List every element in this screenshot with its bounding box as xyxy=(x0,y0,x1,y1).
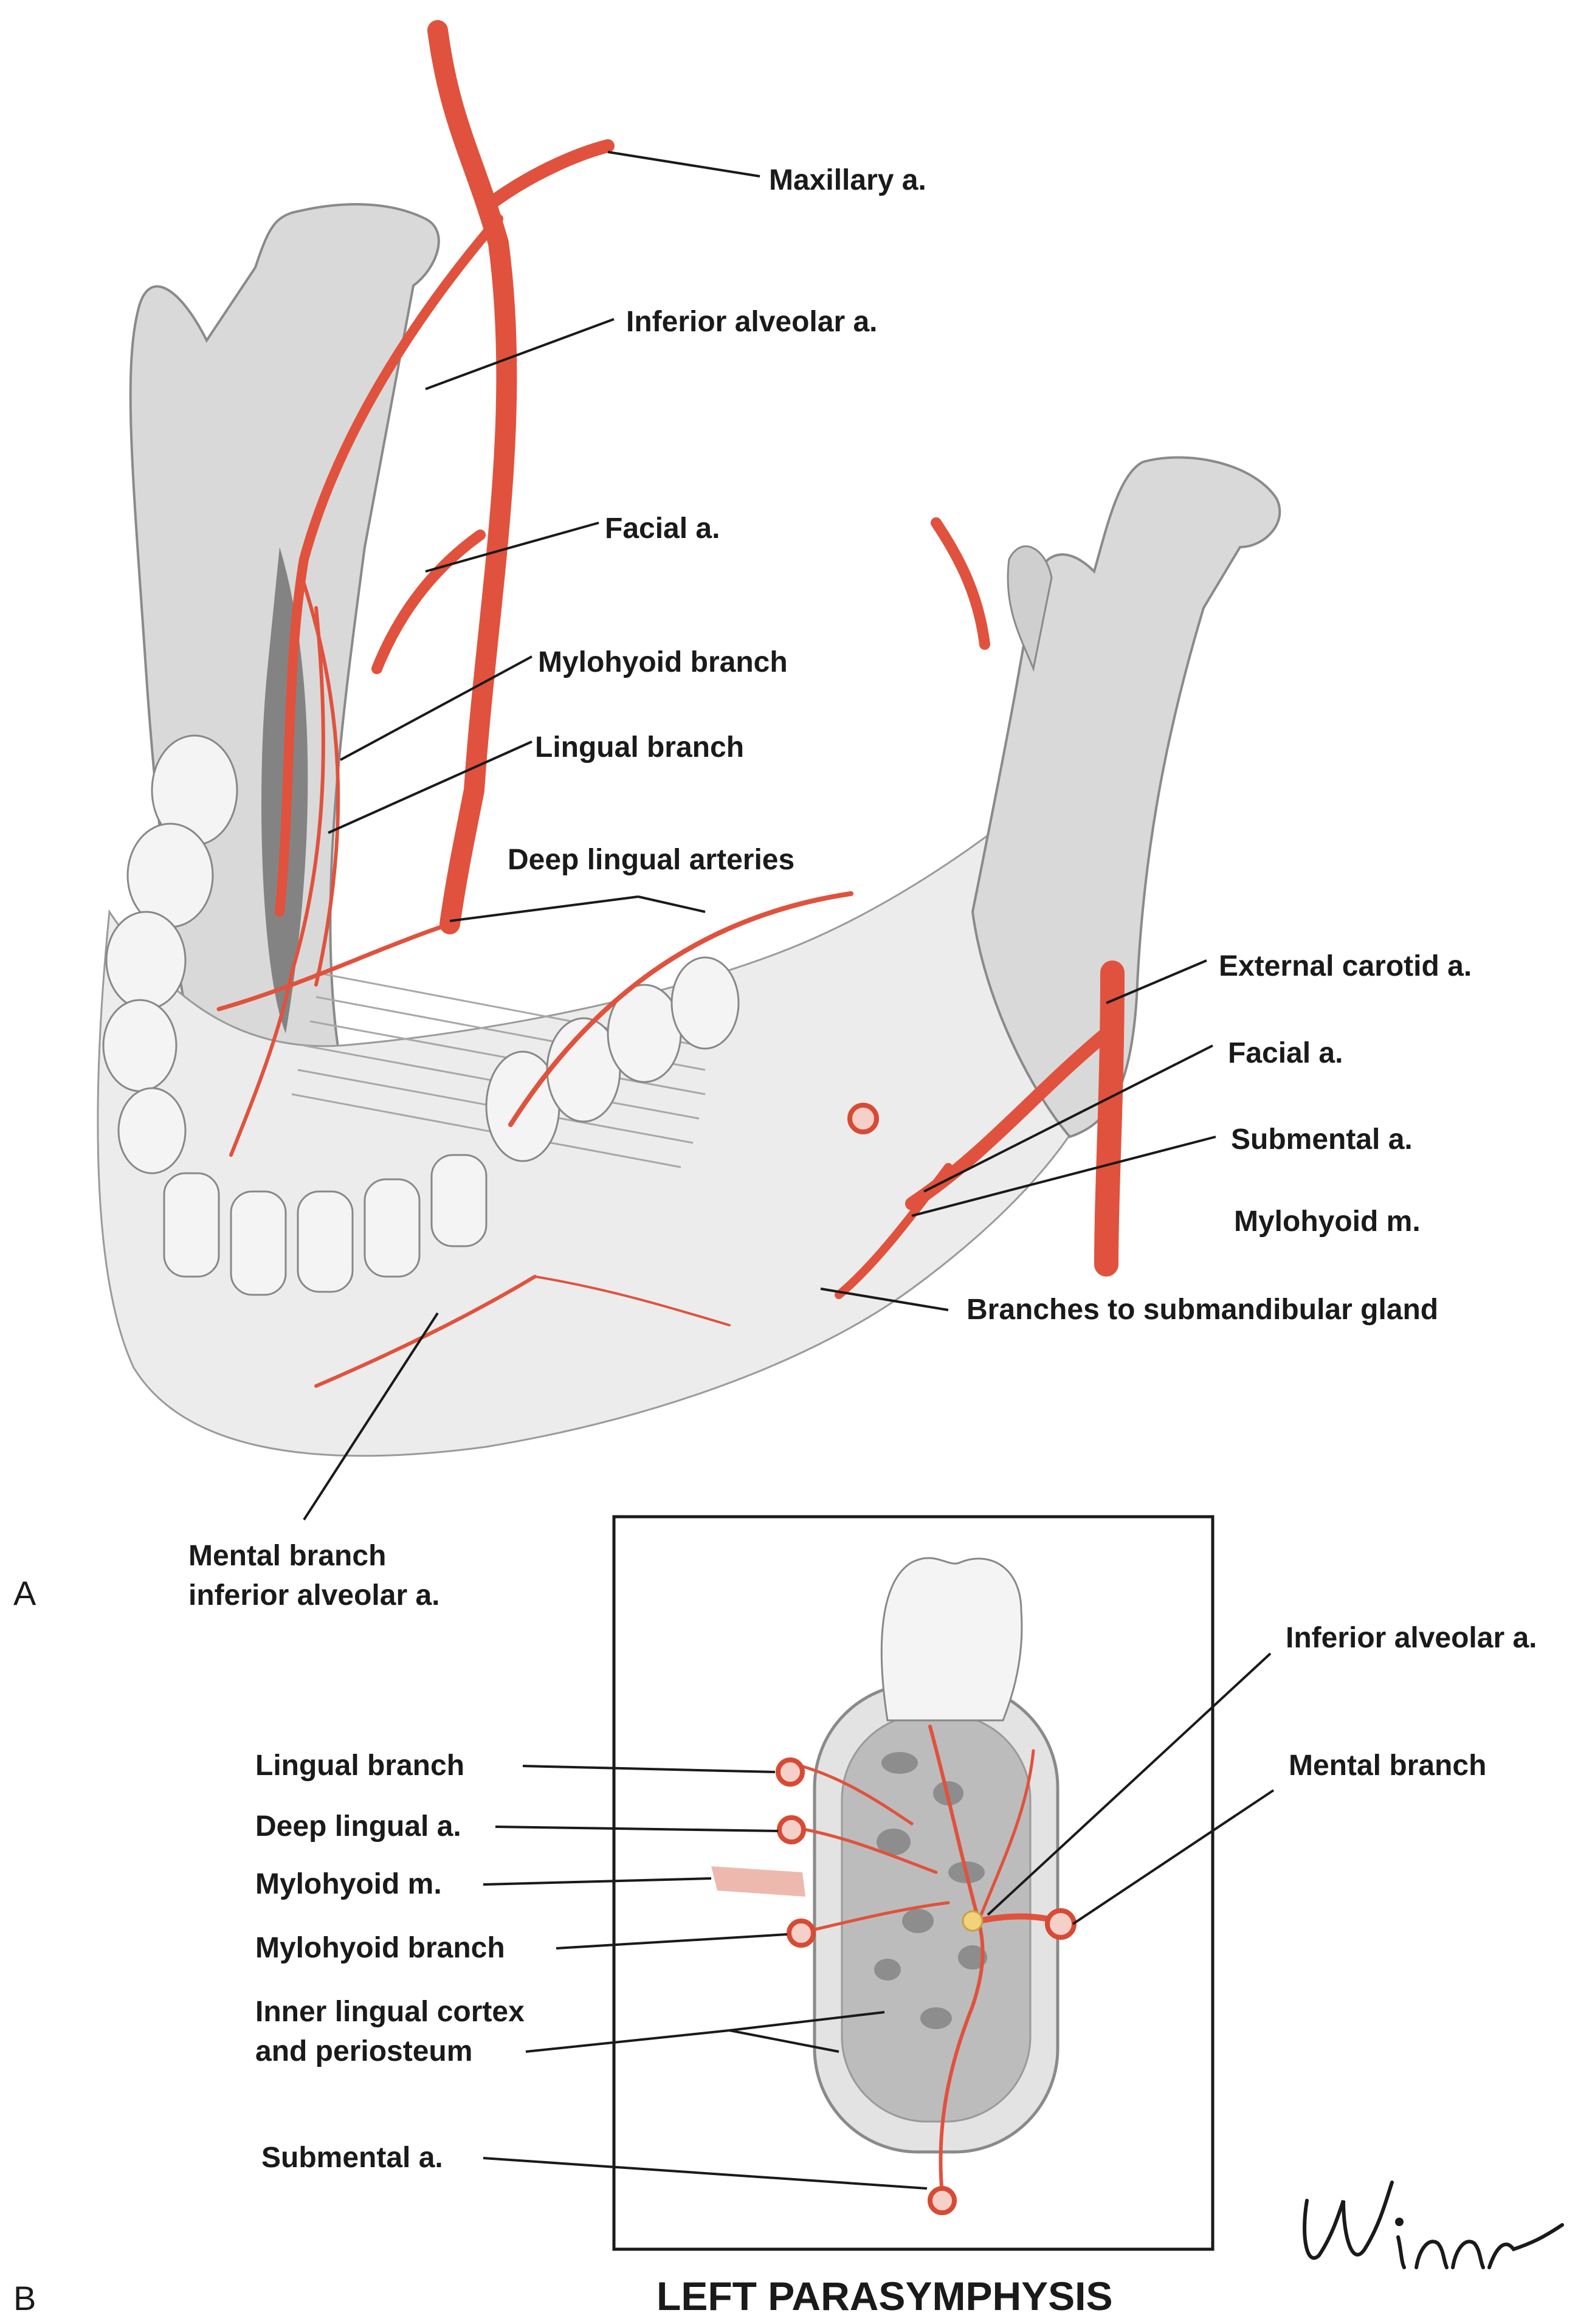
leader-line xyxy=(495,1826,779,1832)
leader-line xyxy=(303,1312,439,1521)
tooth xyxy=(230,1190,287,1296)
label-inferior-alveolar-artery-b: Inferior alveolar a. xyxy=(1286,1622,1537,1654)
label-lingual-branch: Lingual branch xyxy=(535,731,744,764)
label-mylohyoid-muscle-b: Mylohyoid m. xyxy=(255,1868,442,1900)
mental-branch-vessel xyxy=(1045,1908,1077,1940)
leader-line xyxy=(729,2029,839,2053)
leader-line xyxy=(1106,959,1207,1004)
leader-line xyxy=(1072,1789,1275,1925)
label-mental-branch-b: Mental branch xyxy=(1289,1750,1486,1782)
external-carotid-artery xyxy=(427,20,517,934)
inferior-alveolar-canal xyxy=(962,1910,984,1932)
label-mental-branch-line2: inferior alveolar a. xyxy=(188,1579,440,1612)
label-facial-artery: Facial a. xyxy=(605,512,720,545)
teeth xyxy=(102,734,740,1296)
inferior-alveolar-artery xyxy=(928,1725,980,1923)
leader-line xyxy=(556,1933,788,1950)
panel-a-leader-lines xyxy=(303,151,1216,1521)
label-mylohyoid-branch: Mylohyoid branch xyxy=(538,646,788,678)
panel-b-frame xyxy=(612,1515,1215,2251)
label-external-carotid-artery: External carotid a. xyxy=(1219,950,1472,982)
lingual-branch-vessel xyxy=(776,1757,805,1787)
tooth xyxy=(105,911,187,1010)
leader-line xyxy=(328,740,532,834)
tooth xyxy=(670,956,740,1050)
cut-facial-vessel xyxy=(847,1103,879,1134)
tooth xyxy=(430,1154,488,1247)
label-deep-lingual-artery-b: Deep lingual a. xyxy=(255,1810,461,1843)
leader-line xyxy=(340,655,532,761)
leader-line xyxy=(911,1136,1216,1217)
tooth xyxy=(117,1087,187,1174)
mylohyoid-muscle xyxy=(711,1866,805,1897)
label-inner-lingual-cortex-line2: and periosteum xyxy=(255,2035,472,2067)
leader-line xyxy=(425,522,599,573)
leader-line xyxy=(522,1765,776,1773)
arteries xyxy=(216,20,1125,1388)
deep-lingual-artery xyxy=(216,922,452,1012)
mandible-illustration xyxy=(97,20,1281,1457)
leader-line xyxy=(449,895,639,922)
facial-artery-upper xyxy=(371,529,486,674)
leader-line xyxy=(525,2029,730,2053)
inferior-alveolar-artery xyxy=(977,1749,1035,1923)
artist-signature xyxy=(1303,2181,1564,2269)
leader-line xyxy=(483,1877,712,1886)
label-deep-lingual-arteries: Deep lingual arteries xyxy=(508,844,794,876)
submental-artery xyxy=(939,1919,985,2196)
tooth xyxy=(163,1172,220,1278)
mylohyoid-branch-artery xyxy=(302,582,340,987)
leader-line xyxy=(987,1652,1272,1916)
panel-b: Inferior alveolar a. Mental branch Lingu… xyxy=(13,1515,1537,2319)
tooth-crown xyxy=(880,1557,1023,1722)
tooth xyxy=(102,999,177,1092)
panel-letter-b: B xyxy=(13,2279,36,2317)
deep-lingual-vessel xyxy=(777,1815,806,1844)
deep-lingual-artery xyxy=(788,1825,938,1874)
right-ramus-coronoid xyxy=(1007,545,1053,672)
panel-b-caption: LEFT PARASYMPHYSIS xyxy=(656,2274,1113,2319)
deep-lingual-artery xyxy=(508,891,853,1127)
leader-line xyxy=(607,151,760,178)
tooth xyxy=(364,1178,421,1278)
leader-line xyxy=(923,1044,1213,1193)
leader-line xyxy=(425,318,615,390)
label-mylohyoid-muscle: Mylohyoid m. xyxy=(1234,1205,1421,1238)
label-inner-lingual-cortex: Inner lingual cortex xyxy=(255,1996,525,2028)
panel-a-labels: Maxillary a. Inferior alveolar a. Facial… xyxy=(13,164,1472,1612)
lingual-branch-artery xyxy=(788,1761,914,1826)
lower-carotid-artery xyxy=(1094,960,1125,1277)
mental-branch-artery xyxy=(534,1275,731,1326)
label-submental-artery-b: Submental a. xyxy=(261,2142,443,2174)
carotid-upper-right xyxy=(931,517,990,650)
leader-line xyxy=(638,895,706,913)
panel-b-leader-lines xyxy=(483,1652,1275,2190)
mylohyoid-branch-vessel xyxy=(787,1919,816,1948)
panel-b-arteries xyxy=(711,1725,1077,2215)
leader-line xyxy=(820,1288,949,1311)
lingual-branch-artery xyxy=(229,606,325,1157)
leader-line xyxy=(483,2157,928,2190)
label-submental-artery: Submental a. xyxy=(1231,1123,1413,1156)
label-maxillary-artery: Maxillary a. xyxy=(769,164,926,196)
maxillary-artery xyxy=(480,139,615,213)
panel-letter-a: A xyxy=(13,1574,36,1612)
label-mental-branch: Mental branch xyxy=(188,1540,386,1572)
mental-branch-artery xyxy=(314,1275,537,1388)
label-submandibular-gland-branches: Branches to submandibular gland xyxy=(967,1294,1438,1326)
label-lingual-branch-b: Lingual branch xyxy=(255,1750,464,1782)
leader-line xyxy=(729,2011,885,2032)
inferior-alveolar-artery xyxy=(275,214,503,917)
submental-vessel xyxy=(928,2186,957,2215)
mylohyoid-branch-artery xyxy=(798,1901,950,1935)
label-inferior-alveolar-artery: Inferior alveolar a. xyxy=(626,306,878,338)
right-ramus xyxy=(971,456,1281,1139)
label-facial-artery-right: Facial a. xyxy=(1228,1037,1343,1069)
tooth xyxy=(297,1190,354,1293)
label-mylohyoid-branch-b: Mylohyoid branch xyxy=(255,1932,505,1964)
